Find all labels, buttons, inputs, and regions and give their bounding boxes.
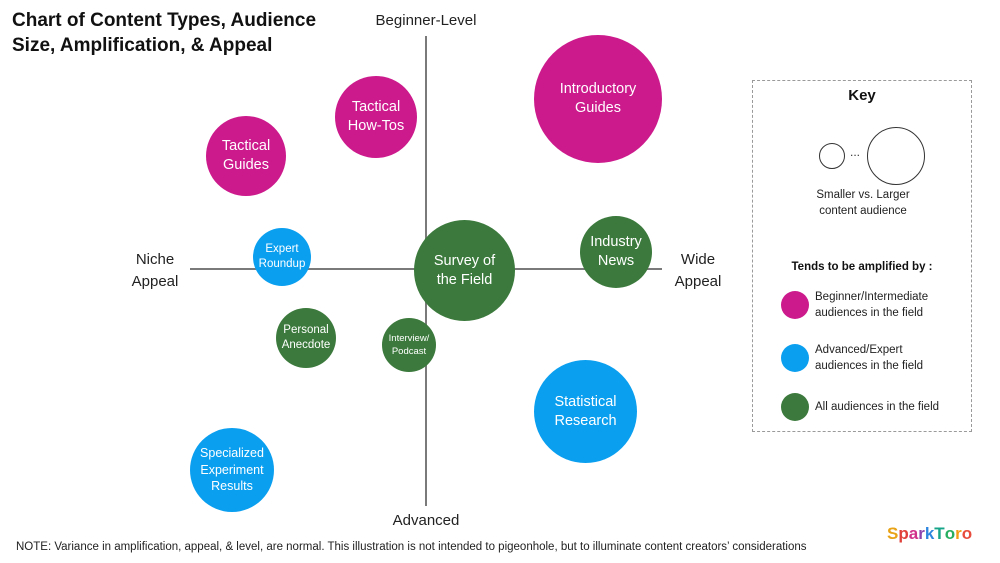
bubble-line: Anecdote [281,339,331,351]
axis-label-right: Wide Appeal [656,249,740,293]
axis-label-left-line-1: Niche [135,251,175,268]
key-size-text: Smaller vs. Larger content audience [773,187,953,219]
axis-label-left-line-2: Appeal [131,273,179,290]
page-title: Chart of Content Types, Audience Size, A… [12,10,317,56]
large-circle-icon [867,127,925,185]
blue-dot-icon [781,344,809,372]
bubble-line: Guides [223,157,269,173]
small-circle-icon [819,143,845,169]
bubble-line: the Field [436,271,493,288]
bubble-line: Specialized [200,446,264,461]
key-item-line: All audiences in the field [815,401,940,413]
bubble-survey-of-the-field: Survey of the Field [414,220,515,321]
axis-label-top: Beginner-Level [375,12,477,29]
key-item-line: audiences in the field [815,360,924,372]
bubble-line: Results [211,479,253,494]
key-item-line: Advanced/Expert [815,344,903,356]
bubble-line: How-Tos [347,118,405,134]
axis-label-left: Niche Appeal [110,249,200,293]
key-amplified-heading: Tends to be amplified by : [791,261,933,273]
pink-dot-icon [781,291,809,319]
key-title: Key [848,87,876,104]
key-ellipsis: ... [850,145,861,159]
key-item-text: All audiences in the field [815,399,965,415]
bubble-line: News [597,253,635,269]
axis-label-right-line-2: Appeal [674,273,722,290]
key-item-text: Beginner/Intermediate audiences in the f… [815,289,965,321]
bubble-line: Tactical [351,99,401,115]
key-size-line-2: content audience [819,205,907,217]
key-item-text: Advanced/Expert audiences in the field [815,342,965,374]
footnote: NOTE: Variance in amplification, appeal,… [16,541,807,553]
bubble-line: Industry [590,234,642,250]
bubble-line: Guides [575,100,621,116]
legend-key: Key ... Smaller vs. Larger content audie… [752,80,972,432]
bubble-line: Introductory [559,81,637,97]
key-item-line: audiences in the field [815,307,924,319]
key-size-line-1: Smaller vs. Larger [816,189,910,201]
bubble-line: Survey of [433,252,496,269]
bubble-line: Tactical [221,138,271,154]
bubble-line: Expert [265,243,299,255]
green-dot-icon [781,393,809,421]
axis-label-bottom: Advanced [392,512,460,529]
axis-label-right-line-1: Wide [680,251,716,268]
bubble-interview-podcast: Interview/Podcast [382,318,436,372]
bubble-line: Podcast [391,346,427,357]
bubble-line: Statistical [554,393,617,410]
bubble-line: Interview/ [388,333,430,344]
bubble-line: Research [554,412,617,429]
bubble-line: Experiment [200,462,264,477]
bubble-line: Personal [283,324,329,336]
key-item-line: Beginner/Intermediate [815,291,929,303]
bubble-line: Roundup [258,258,306,270]
sparktoro-logo: SparkToro [887,524,973,543]
